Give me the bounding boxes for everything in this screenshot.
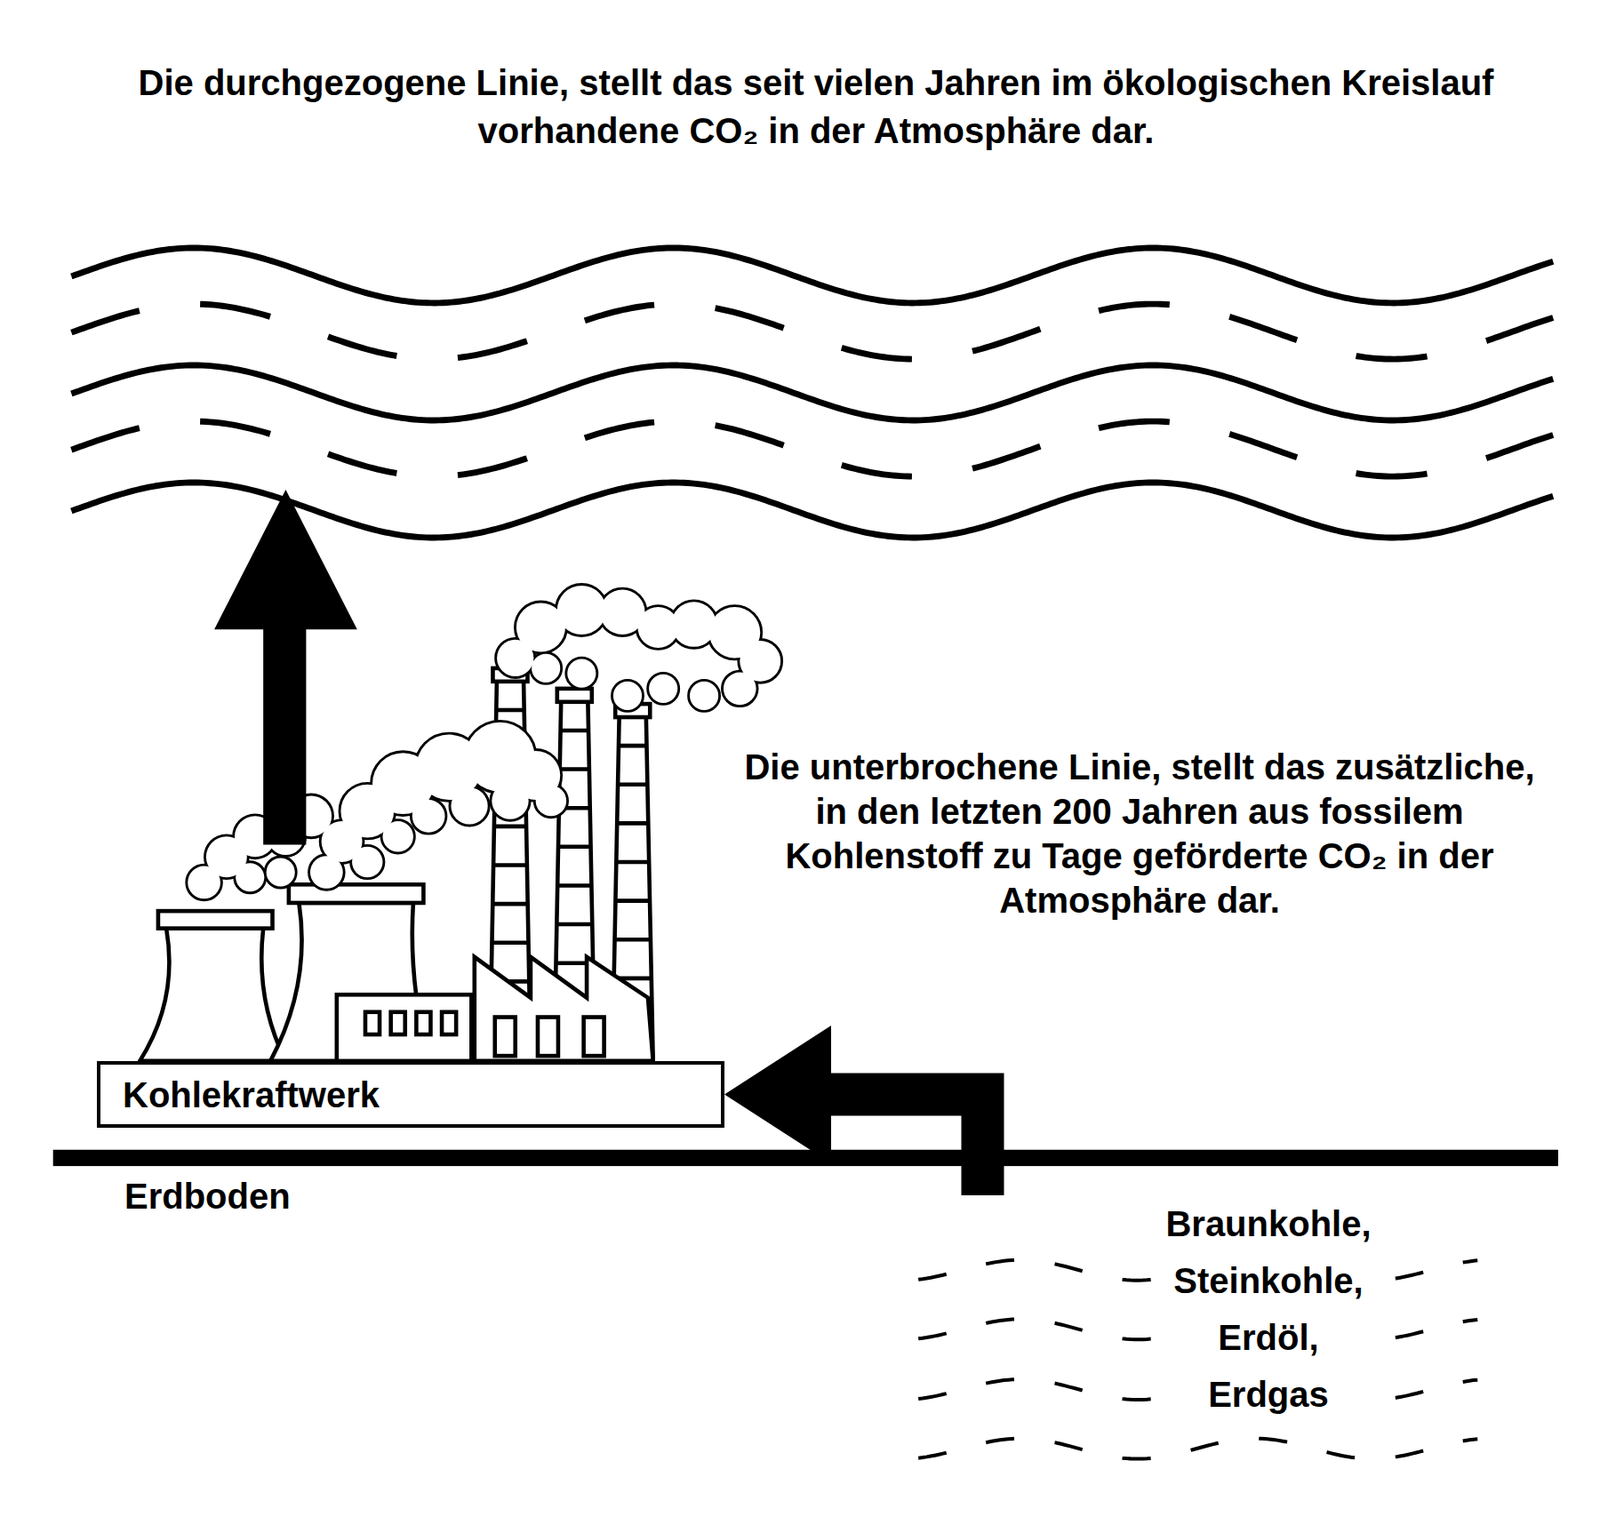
plant-building [336,994,472,1062]
chimney-rung [558,845,592,850]
smoke-puff [491,782,528,819]
smoke-puff [723,672,757,706]
atmosphere-waves [71,248,1553,538]
smoke-puff [531,654,560,683]
chimney-rung [618,744,648,749]
title: Die durchgezogene Linie, stellt das seit… [104,58,1528,155]
plant-building [416,1012,431,1035]
cooling-tower [158,911,273,929]
smoke-puff [412,800,446,833]
smoke-puff [450,787,488,824]
smoke-puff [613,681,642,711]
dashed-co2-line [71,304,1553,360]
chimney-rung [560,767,590,772]
plant-building [336,957,654,1062]
chimney-rung [492,902,528,907]
fossil-deposit-band: Braunkohle, Steinkohle, Erdöl, Erdgas [912,1195,1485,1463]
cooling-tower [139,928,286,1062]
smoke-cloud [187,722,567,900]
smoke-puff [567,659,596,688]
chimney-rung [560,728,589,734]
cooling-tower [288,884,424,904]
chimney-rung [615,898,650,904]
solid-co2-line [71,365,1553,421]
smoke-puff [266,857,296,887]
ground-line [53,1150,1559,1167]
node-label: Kohlekraftwerk [122,1073,721,1117]
chimney-rung [556,922,592,928]
smoke-puff [531,654,560,683]
plant-building [441,1012,456,1035]
plant-building [474,957,654,1062]
chimney-rung [496,708,524,713]
power-plant-box: Kohlekraftwerk [96,1061,725,1128]
smoke-puff [613,681,642,711]
illustration [53,248,1559,1460]
smoke-puff [648,674,678,704]
dashed-co2-line [71,421,1553,477]
smoke-puff [352,847,383,878]
chimney-rung [616,821,648,826]
node-label: Braunkohle, Steinkohle, Erdöl, Erdgas [1158,1195,1378,1424]
smoke-puff [235,863,264,892]
arrow-head [724,1025,832,1164]
chimney [557,688,592,703]
smoke-puff [689,681,719,711]
smoke-puff [491,782,528,819]
smoke-puff [235,863,264,892]
smoke-puff [382,821,413,852]
smoke-puff [382,821,413,852]
smoke-puff [723,672,757,706]
explanation-note: Die unterbrochene Linie, stellt das zusä… [730,744,1549,923]
smoke-puff [671,601,717,648]
chimney-rung [494,824,527,830]
arrow-shaft [831,1095,983,1197]
plant-building [537,1017,559,1057]
chimney-rung [616,860,649,865]
chimney-rung [617,782,648,787]
plant-building [584,1017,605,1057]
smoke-puff [689,681,719,711]
emission-arrow [214,489,358,845]
smoke-puff [671,601,717,648]
smoke-puff [536,785,567,816]
chimney-rung [557,883,592,888]
plant-building [495,1017,516,1057]
smoke-puff [536,785,567,816]
smoke-puff [648,674,678,704]
smoke-puff [266,857,296,887]
smoke-puff [557,585,607,635]
flow-arrow [724,1025,983,1196]
smoke-puff [450,787,488,824]
plant-building [365,1012,380,1035]
chimney-rung [493,863,528,868]
plant-building [391,1012,406,1035]
ground-label: Erdboden [124,1175,291,1218]
solid-co2-line [71,248,1553,304]
smoke-puff [567,659,596,688]
smoke-puff [412,800,446,833]
smoke-cloud [496,585,781,711]
fossil-dash-line [918,1439,1478,1460]
smoke-puff [352,847,383,878]
chimney-rung [491,940,528,945]
chimney-rung [615,937,651,943]
smoke-puff [557,585,607,635]
